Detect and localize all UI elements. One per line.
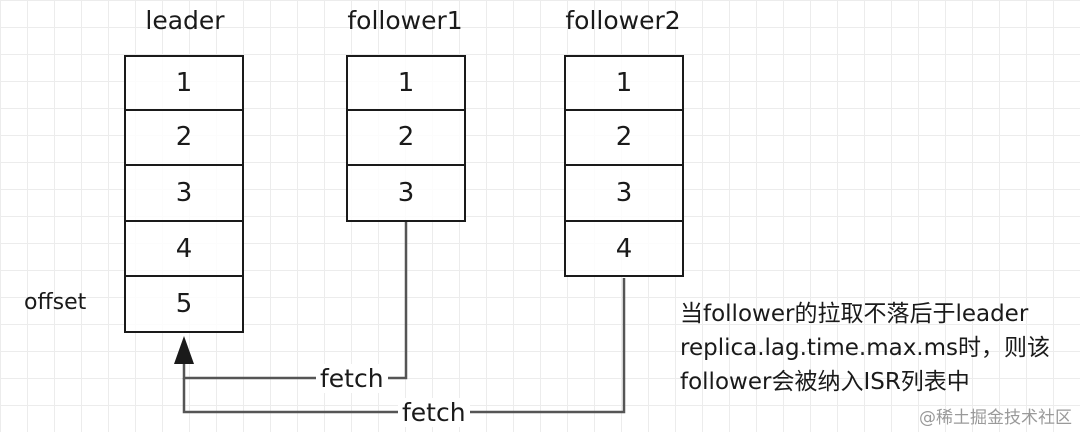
leader-offset-cell: 3 (124, 166, 244, 222)
leader-offset-cell: 4 (124, 221, 244, 278)
follower1-offset-cell: 1 (346, 55, 466, 111)
isr-note-line: replica.lag.time.max.ms时，则该 (680, 335, 1051, 361)
follower2-offset-cell: 4 (564, 221, 684, 278)
follower2-title: follower2 (565, 6, 681, 35)
leader-offset-cell: 5 (124, 277, 244, 333)
follower1-log: 1 2 3 (346, 55, 466, 222)
follower1-offset-cell: 2 (346, 110, 466, 167)
follower2-offset-cell: 2 (564, 110, 684, 167)
leader-log: 1 2 3 4 5 (124, 55, 244, 333)
follower2-fetch-line (182, 278, 626, 414)
follower2-fetch-label: fetch (398, 398, 470, 427)
follower2-offset-cell: 1 (564, 55, 684, 111)
follower2-offset-cell: 3 (564, 166, 684, 222)
fetch-arrowhead-icon (174, 336, 194, 364)
isr-note-line: follower会被纳入ISR列表中 (680, 369, 970, 395)
offset-label: offset (24, 290, 87, 315)
leader-title: leader (145, 6, 225, 35)
follower2-log: 1 2 3 4 (564, 55, 684, 278)
follower1-title: follower1 (347, 6, 463, 35)
leader-offset-cell: 1 (124, 55, 244, 111)
follower1-fetch-line (182, 222, 408, 380)
isr-note-line: 当follower的拉取不落后于leader (680, 301, 1029, 327)
leader-offset-cell: 2 (124, 110, 244, 167)
isr-note: 当follower的拉取不落后于leader replica.lag.time.… (680, 297, 1050, 399)
watermark: @稀土掘金技术社区 (919, 408, 1072, 428)
follower1-fetch-label: fetch (316, 364, 388, 393)
follower1-offset-cell: 3 (346, 166, 466, 222)
